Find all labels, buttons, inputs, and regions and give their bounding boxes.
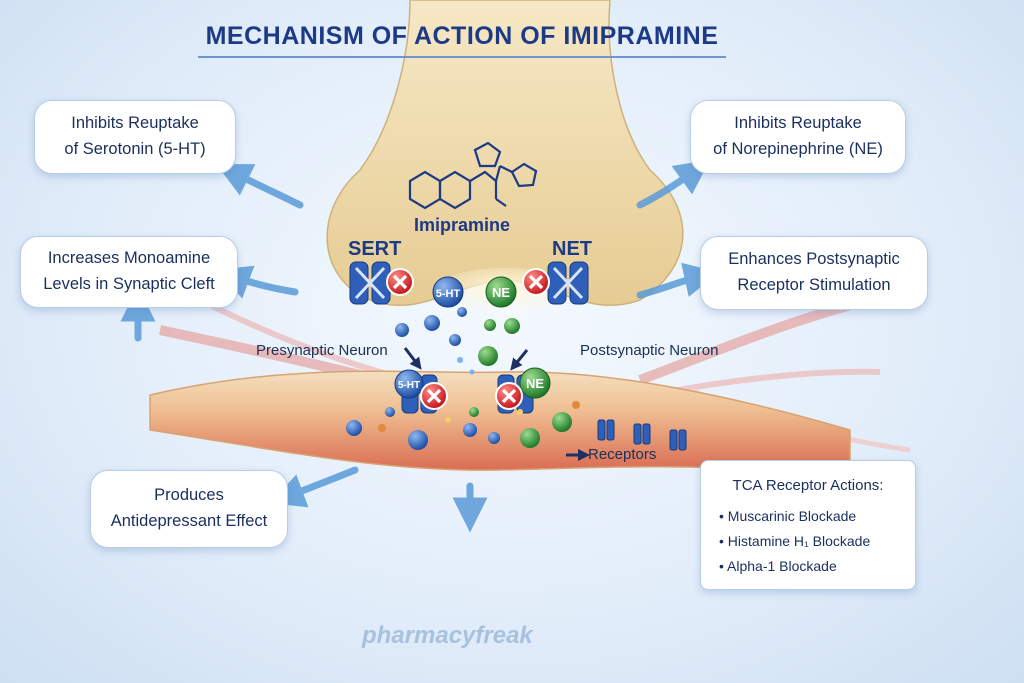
tca-panel-item: • Alpha-1 Blockade [719, 558, 837, 574]
tca-panel-item: • Histamine H₁ Blockade [719, 533, 871, 549]
block-x-icon [386, 268, 414, 296]
page-title: MECHANISM OF ACTION OF IMIPRAMINE [205, 22, 719, 50]
effect-box-ne-reuptake: Inhibits Reuptake of Norepinephrine (NE) [690, 100, 906, 174]
block-x-icon [495, 382, 523, 410]
receptors-label: Receptors [588, 446, 657, 463]
postsynaptic-receptors [597, 419, 687, 451]
norepinephrine-particles [469, 318, 572, 448]
serotonin-post-badge-text: 5-HT [398, 380, 420, 391]
drug-label: Imipramine [414, 215, 511, 235]
effect-line: Antidepressant Effect [110, 512, 268, 530]
released-vesicle-dots [378, 357, 580, 432]
release-arrow-right [510, 349, 529, 371]
imipramine-structure-icon [408, 141, 538, 210]
effect-box-monoamine-levels: Increases Monoamine Levels in Synaptic C… [20, 236, 238, 308]
serotonin-post-badge [394, 369, 424, 399]
effect-arrows [120, 159, 720, 533]
effect-line: Inhibits Reuptake [734, 114, 862, 133]
effect-box-antidepressant: Produces Antidepressant Effect [90, 470, 288, 548]
effect-line: of Norepinephrine (NE) [713, 140, 883, 158]
norepinephrine-post-badge [519, 367, 551, 399]
effect-line: Levels in Synaptic Cleft [43, 275, 215, 293]
effect-line: Enhances Postsynaptic [728, 250, 900, 269]
effect-box-postsynaptic-stimulation: Enhances Postsynaptic Receptor Stimulati… [700, 236, 928, 310]
effect-line: Increases Monoamine [47, 249, 211, 268]
tca-panel-heading: TCA Receptor Actions: [732, 477, 884, 494]
tca-panel-item: • Muscarinic Blockade [719, 508, 857, 524]
sert-label: SERT [348, 238, 402, 260]
effect-box-serotonin-reuptake: Inhibits Reuptake of Serotonin (5-HT) [34, 100, 236, 174]
serotonin-badge [432, 276, 464, 308]
release-arrow-left [403, 347, 422, 370]
effect-line: Inhibits Reuptake [71, 114, 199, 133]
presynaptic-label: Presynaptic Neuron [256, 342, 388, 359]
norepinephrine-badge [485, 276, 517, 308]
norepinephrine-post-badge-text: NE [526, 376, 544, 391]
sert-transporter [349, 261, 391, 305]
block-x-icon [420, 382, 448, 410]
postsynaptic-label: Postsynaptic Neuron [580, 342, 719, 359]
watermark: pharmacyfreak [362, 622, 533, 649]
net-transporter [547, 261, 589, 305]
serotonin-particles [346, 307, 500, 450]
title-divider [198, 56, 726, 58]
effect-line: Receptor Stimulation [737, 276, 891, 294]
tca-receptor-actions-panel: TCA Receptor Actions: • Muscarinic Block… [700, 460, 916, 590]
effect-line: Produces [154, 486, 224, 505]
net-label: NET [552, 238, 592, 260]
norepinephrine-badge-text: NE [492, 285, 510, 300]
effect-line: of Serotonin (5-HT) [64, 140, 206, 158]
serotonin-badge-text: 5-HT [436, 288, 461, 300]
block-x-icon [522, 268, 550, 296]
